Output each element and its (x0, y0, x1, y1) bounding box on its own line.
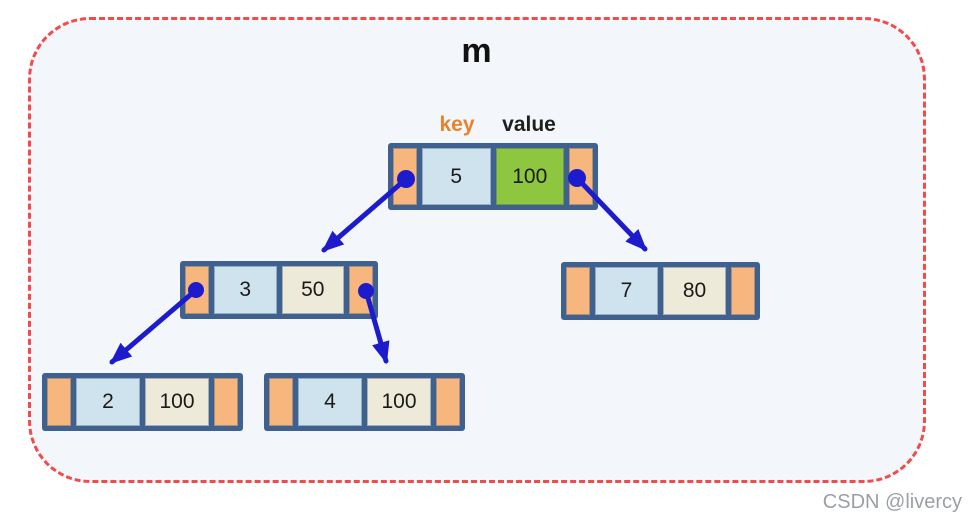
left-pointer-cell (47, 378, 71, 426)
watermark: CSDN @livercy (822, 491, 962, 513)
value-cell: 100 (367, 378, 431, 426)
tree-node-left-child: 3 50 (180, 261, 378, 319)
key-cell: 4 (298, 378, 362, 426)
tree-node-left-left-child: 2 100 (42, 373, 243, 431)
value-text: 50 (301, 278, 325, 301)
right-pointer-cell (214, 378, 238, 426)
right-pointer-cell (731, 267, 755, 315)
key-text: 4 (324, 390, 336, 413)
left-pointer-cell (185, 266, 209, 314)
value-text: 80 (682, 279, 707, 302)
value-cell: 50 (281, 266, 344, 314)
value-text: 100 (381, 390, 417, 413)
value-cell: 100 (495, 148, 564, 205)
right-pointer-cell (436, 378, 460, 426)
key-cell: 2 (76, 378, 140, 426)
diagram-title: m (461, 32, 493, 70)
value-column-label: value (502, 113, 556, 136)
right-pointer-cell (569, 148, 593, 205)
left-pointer-cell (269, 378, 293, 426)
left-pointer-cell (566, 267, 590, 315)
value-cell: 80 (663, 267, 726, 315)
key-text: 7 (620, 279, 633, 302)
key-text: 3 (239, 278, 252, 301)
key-text: 5 (450, 164, 463, 188)
key-cell: 3 (214, 266, 277, 314)
right-pointer-cell (349, 266, 373, 314)
tree-node-right-child: 7 80 (561, 262, 760, 320)
tree-node-left-right-child: 4 100 (264, 373, 465, 431)
tree-node-root: 5 100 (388, 143, 598, 210)
left-pointer-cell (393, 148, 417, 205)
key-column-label: key (439, 113, 475, 136)
value-cell: 100 (145, 378, 209, 426)
key-cell: 5 (422, 148, 491, 205)
value-text: 100 (159, 390, 195, 413)
key-text: 2 (102, 390, 114, 413)
value-text: 100 (512, 164, 548, 188)
key-cell: 7 (595, 267, 658, 315)
